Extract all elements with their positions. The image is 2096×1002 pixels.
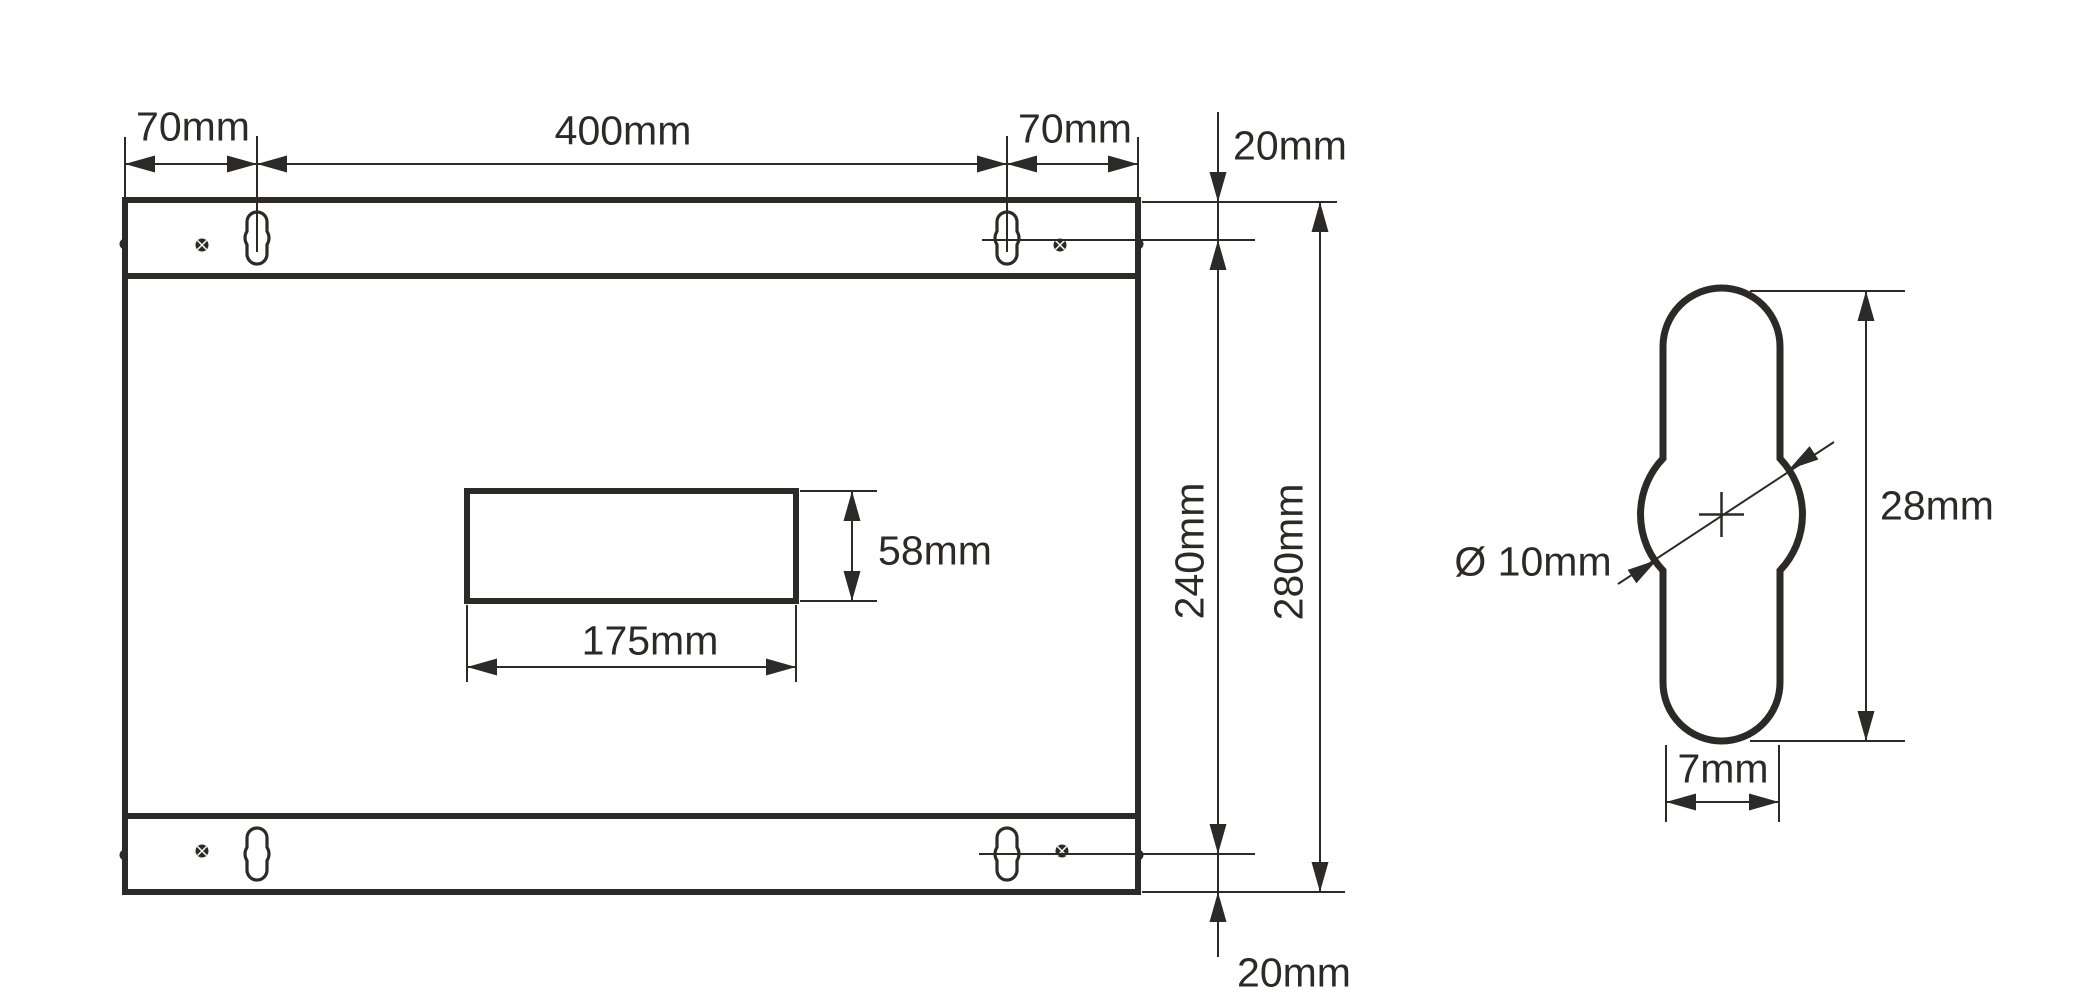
main-dim-arrowheads	[125, 155, 1329, 922]
dim-label-slot-width: 7mm	[1677, 745, 1769, 792]
detail-center-cross-icon	[1699, 492, 1744, 537]
dim-label-slot-rows-spacing: 240mm	[1166, 482, 1213, 620]
screw-bottom-right-icon	[1055, 844, 1069, 858]
dim-label-cutout-width: 175mm	[581, 617, 719, 664]
screw-heads	[195, 238, 1069, 858]
detail-28mm-dimension	[1750, 290, 1905, 742]
main-view	[119, 197, 1144, 895]
main-view-dimensions	[124, 112, 1345, 957]
screw-bottom-left-icon	[195, 844, 209, 858]
dim-label-top-right-offset: 70mm	[1018, 105, 1132, 152]
dim-label-top-left-offset: 70mm	[136, 103, 250, 150]
dim-label-overall-height: 280mm	[1265, 483, 1312, 621]
dim-label-bottom-edge-to-slots: 20mm	[1237, 949, 1351, 996]
detail-view	[1617, 284, 1905, 822]
dim-label-top-span: 400mm	[554, 107, 692, 154]
screw-top-right-icon	[1053, 238, 1067, 252]
screw-top-left-icon	[195, 238, 209, 252]
dim-label-top-edge-to-slots: 20mm	[1233, 122, 1347, 169]
detail-arrowheads	[1627, 291, 1875, 811]
dim-label-hole-diameter: Ø 10mm	[1454, 538, 1612, 585]
dim-label-cutout-height: 58mm	[878, 527, 992, 574]
cable-cutout-rect	[464, 488, 799, 604]
keyhole-slot-bottom-left-icon	[243, 826, 271, 882]
dim-label-slot-length: 28mm	[1880, 482, 1994, 529]
